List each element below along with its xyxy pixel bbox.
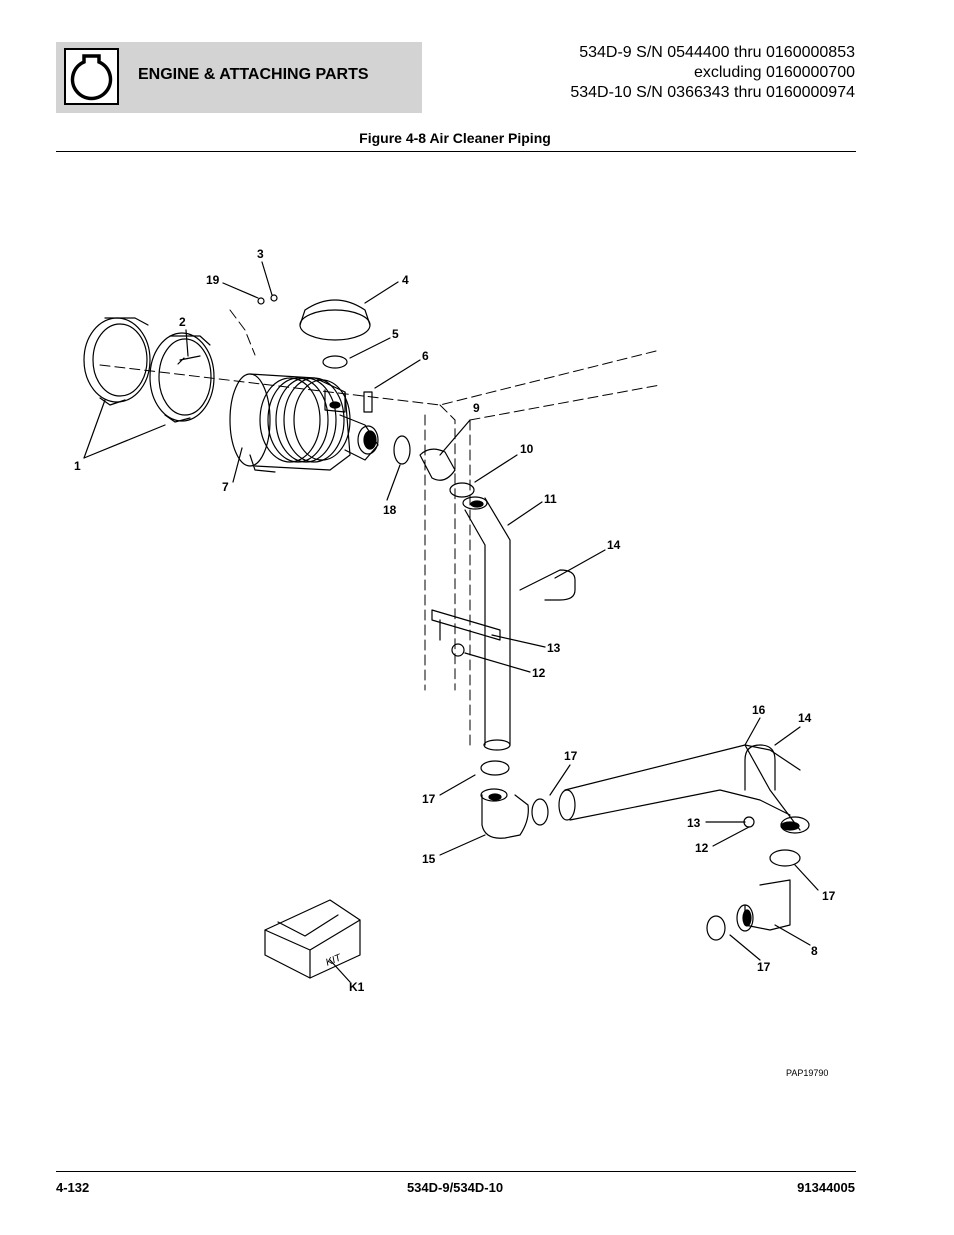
footer-divider [56,1171,856,1172]
callout-label: 12 [532,666,546,680]
kit-label: KIT [324,952,343,968]
callout-label: 17 [757,960,771,974]
model-line: excluding 0160000700 [693,64,855,81]
precleaner-cap [299,299,371,341]
callout-label: 19 [206,273,220,287]
hose-clamp [322,355,348,369]
engine-outline-icon [64,48,119,105]
callout-label: 13 [547,641,561,655]
model-line: 534D-10 S/N 0366343 thru 0160000974 [570,84,855,101]
elbow-tube [480,788,529,839]
hose-clamp [393,435,411,465]
callout-label: 14 [607,538,621,552]
callout-label: 17 [422,792,436,806]
mounting-band-clamps [83,317,215,423]
callout-label: 18 [383,503,397,517]
intake-tube [462,496,511,751]
model-line: 534D-9 S/N 0544400 thru 0160000853 [579,44,855,61]
callout-label: 17 [564,749,578,763]
callout-label: 3 [257,247,264,261]
callout-label: 11 [544,492,557,506]
kit-box-icon [264,899,361,979]
callout-label: 7 [222,480,229,494]
u-bolt [744,744,776,791]
callout-leaders [83,261,819,983]
page-number: 4-132 [56,1180,90,1195]
callout-label: 12 [695,841,709,855]
model-serial-range: 534D-9 S/N 0544400 thru 0160000853 exclu… [570,43,855,103]
bolt-icon [177,355,201,365]
callout-label: 17 [822,889,836,903]
air-cleaner-body [229,373,379,473]
callout-label: 5 [392,327,399,341]
footer-model: 534D-9/534D-10 [406,1180,504,1195]
callout-label: 9 [473,401,480,415]
callout-label: 6 [422,349,429,363]
section-title: ENGINE & ATTACHING PARTS [138,66,369,83]
figure-title: Figure 4-8 Air Cleaner Piping [359,130,551,146]
callout-label: 13 [687,816,701,830]
footer-part-number: 91344005 [797,1180,855,1195]
frame-outline [99,309,661,751]
intake-pipe [558,744,810,834]
callout-label: K1 [349,980,365,994]
callout-label: 14 [798,711,812,725]
hose-clamp [449,482,475,498]
elbow-hose [419,448,456,481]
lock-nut [451,643,465,657]
restriction-indicator [363,391,373,413]
callout-label: 8 [811,944,818,958]
callout-label: 2 [179,315,186,329]
callout-label: 16 [752,703,766,717]
mounting-bracket [431,609,501,641]
callout-label: 1 [74,459,81,473]
callout-label: 4 [402,273,409,287]
callout-label: 15 [422,852,436,866]
header-divider [56,151,856,152]
u-bolt [519,569,576,601]
callout-label: 10 [520,442,534,456]
elbow-hose [736,879,791,932]
drawing-number: PAP19790 [786,1068,828,1078]
